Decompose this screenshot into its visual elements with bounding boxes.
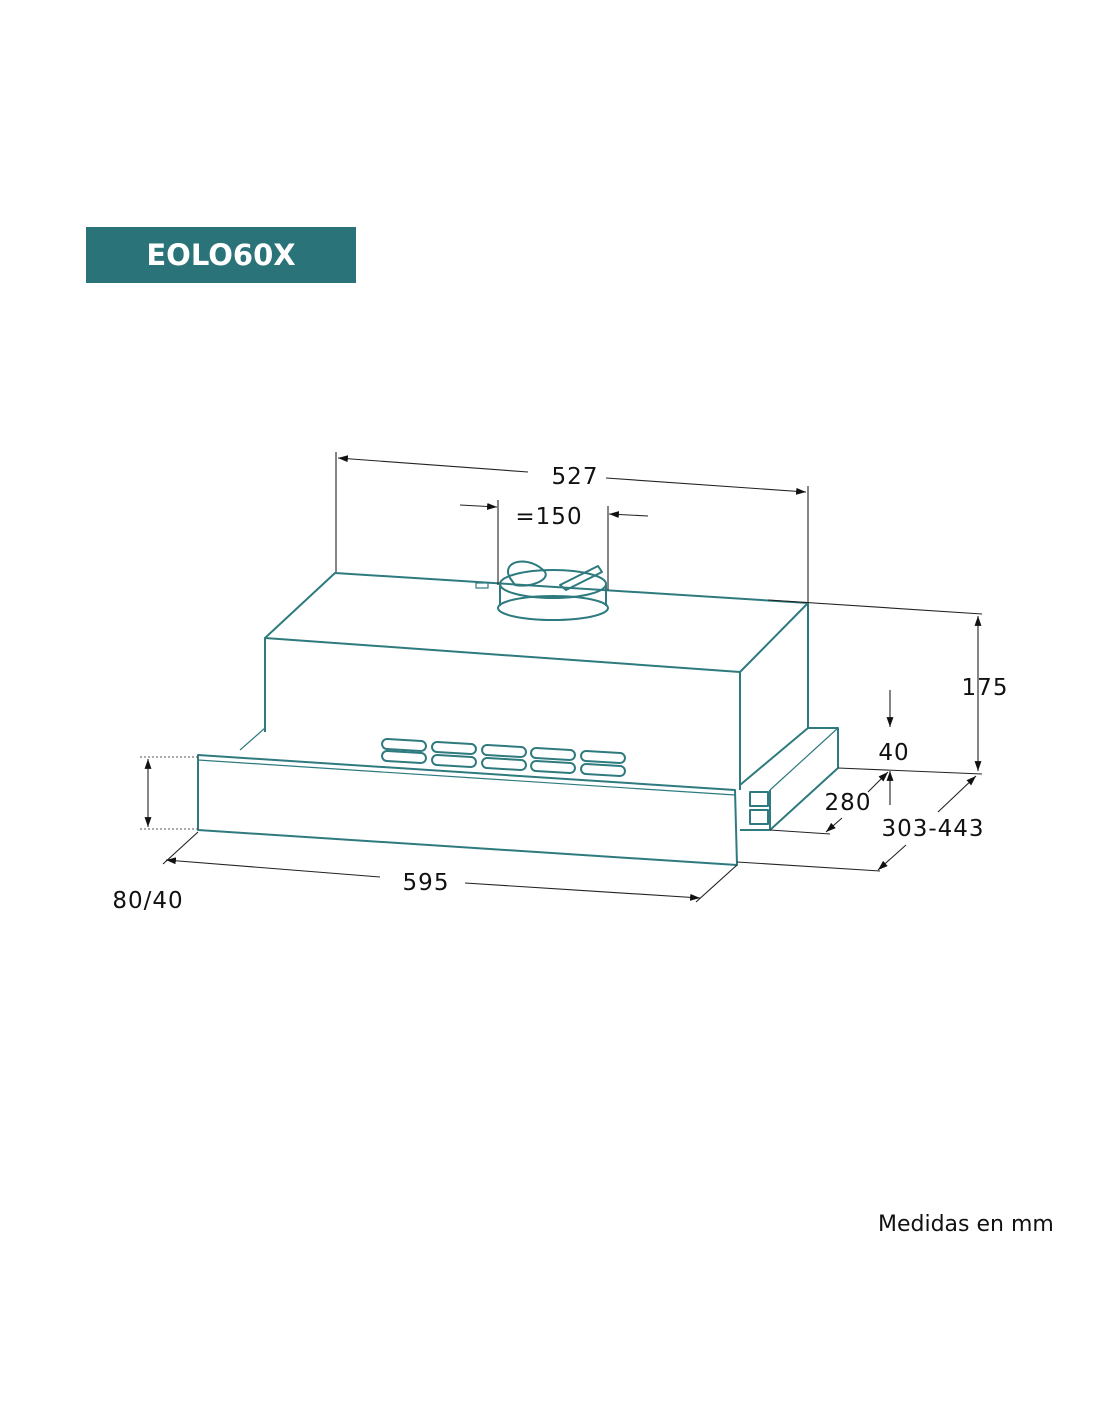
dimension-lines [140,452,983,903]
dim-depth-fixed: 280 [825,790,872,816]
dim-depth-extended: 303-443 [881,816,984,842]
front-panel [197,754,738,866]
dim-width-top: 527 [552,464,599,490]
dim-step: 40 [878,740,909,766]
vent-slots [381,737,626,778]
dim-outlet: =150 [515,504,582,530]
dim-front-panel: 80/40 [112,888,183,914]
units-note: Medidas en mm [878,1212,1054,1237]
outlet-collar [475,560,609,621]
hood-body [239,572,839,831]
dim-width-total: 595 [403,870,450,896]
model-badge: EOLO60X [86,227,356,283]
dim-height: 175 [962,675,1009,701]
